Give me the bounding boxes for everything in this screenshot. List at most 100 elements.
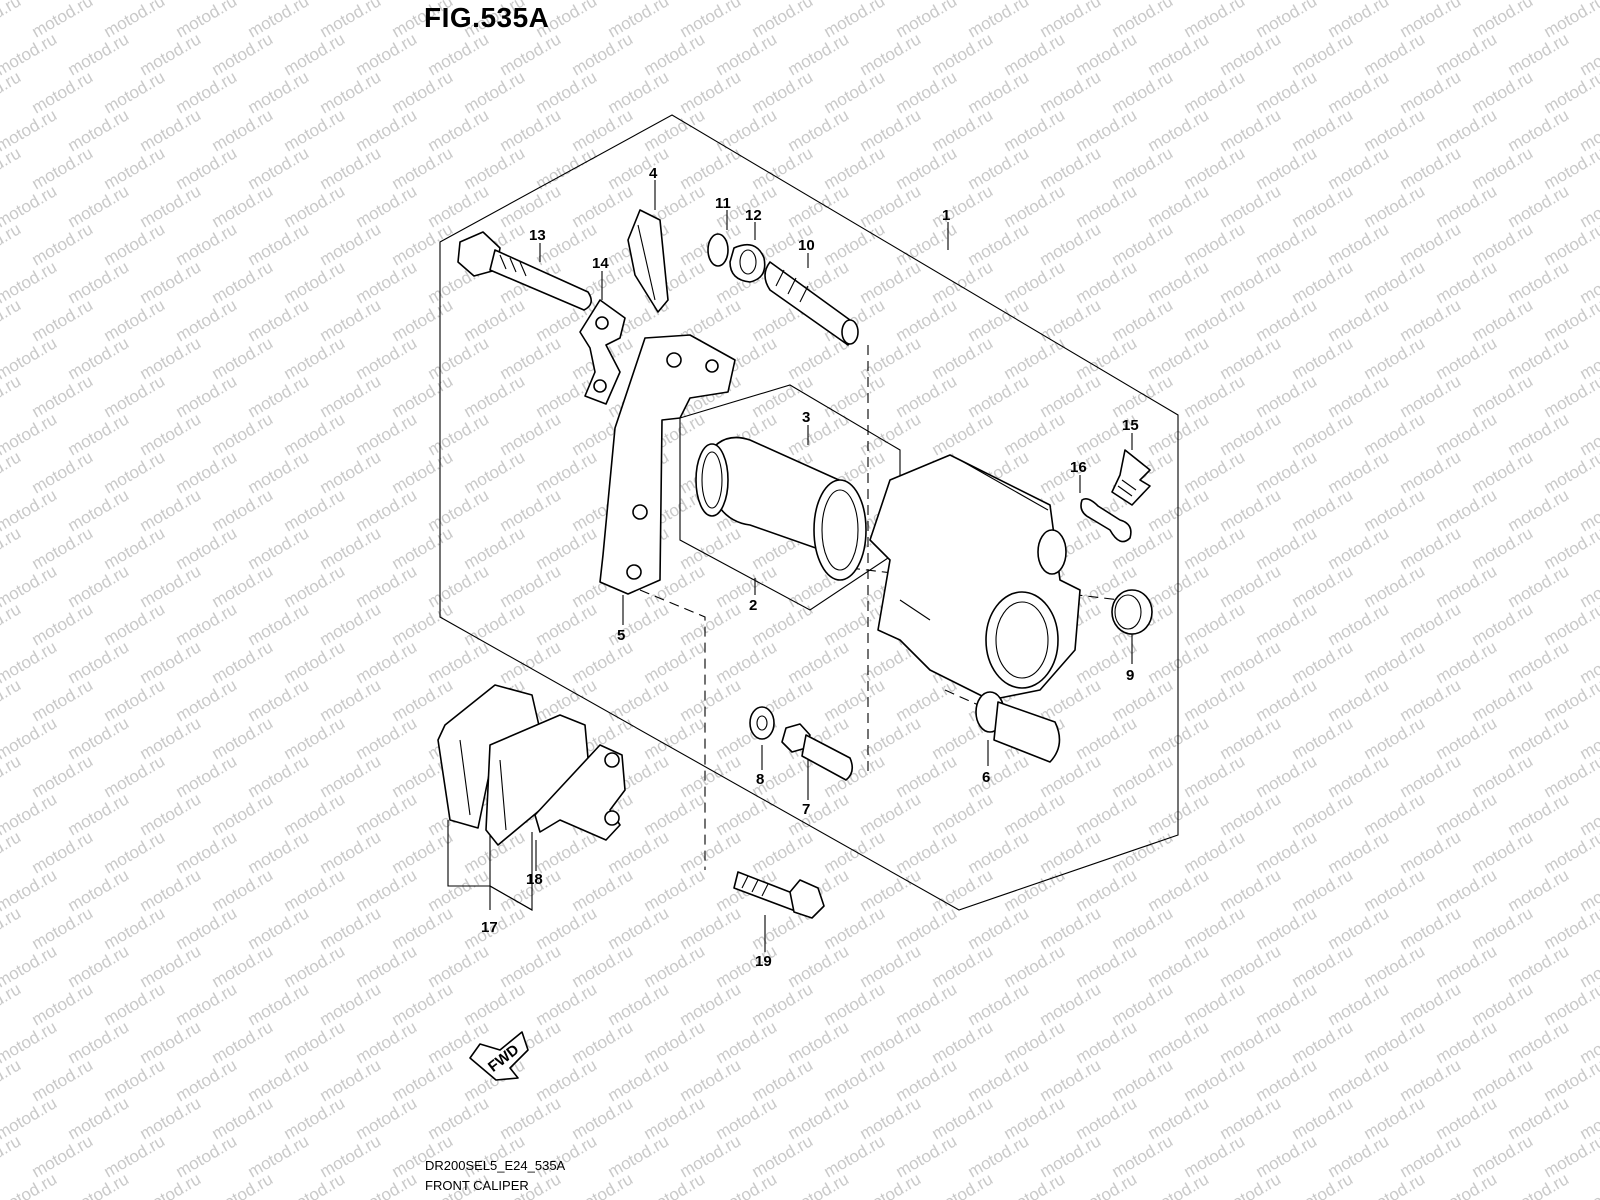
watermark-text: motod.ru xyxy=(965,143,1033,193)
callout-11[interactable]: 11 xyxy=(715,195,731,212)
part-15-bleeder[interactable] xyxy=(1111,449,1151,506)
part-16-cap[interactable] xyxy=(1080,498,1132,543)
watermark-text: motod.ru xyxy=(1145,865,1213,915)
callout-16[interactable]: 16 xyxy=(1070,459,1087,476)
callout-2[interactable]: 2 xyxy=(749,597,757,614)
watermark-text: motod.ru xyxy=(65,333,133,383)
part-13-bolt[interactable] xyxy=(457,231,592,311)
watermark-text: motod.ru xyxy=(281,561,349,611)
callout-3[interactable]: 3 xyxy=(802,409,810,426)
part-19-bolt[interactable] xyxy=(733,871,825,919)
callout-17[interactable]: 17 xyxy=(481,919,498,936)
watermark-text: motod.ru xyxy=(1505,561,1573,611)
callout-15[interactable]: 15 xyxy=(1122,417,1139,434)
watermark-text: motod.ru xyxy=(1397,295,1465,345)
watermark-text: motod.ru xyxy=(929,1017,997,1067)
watermark-text: motod.ru xyxy=(677,751,745,801)
callout-18[interactable]: 18 xyxy=(526,871,543,888)
watermark-text: motod.ru xyxy=(929,941,997,991)
watermark-text: motod.ru xyxy=(497,485,565,535)
callout-4[interactable]: 4 xyxy=(649,165,658,182)
watermark-text: motod.ru xyxy=(1397,599,1465,649)
watermark-text: motod.ru xyxy=(245,523,313,573)
watermark-text: motod.ru xyxy=(1181,523,1249,573)
watermark-text: motod.ru xyxy=(965,371,1033,421)
callout-6[interactable]: 6 xyxy=(982,769,990,786)
watermark-text: motod.ru xyxy=(65,637,133,687)
watermark-text: motod.ru xyxy=(1253,219,1321,269)
watermark-text: motod.ru xyxy=(1073,1169,1141,1200)
callout-8[interactable]: 8 xyxy=(756,771,764,788)
watermark-text: motod.ru xyxy=(857,29,925,79)
watermark-text: motod.ru xyxy=(1109,67,1177,117)
watermark-text: motod.ru xyxy=(1073,181,1141,231)
watermark-text: motod.ru xyxy=(1289,1169,1357,1200)
part-14-spring[interactable] xyxy=(579,299,626,405)
watermark-text: motod.ru xyxy=(1397,523,1465,573)
callout-14[interactable]: 14 xyxy=(592,255,609,272)
watermark-text: motod.ru xyxy=(461,523,529,573)
watermark-text: motod.ru xyxy=(461,295,529,345)
watermark-text: motod.ru xyxy=(281,409,349,459)
part-4-pad-spring[interactable] xyxy=(627,209,669,313)
callout-13[interactable]: 13 xyxy=(529,227,546,244)
watermark-text: motod.ru xyxy=(173,523,241,573)
callout-10[interactable]: 10 xyxy=(798,237,815,254)
watermark-text: motod.ru xyxy=(245,143,313,193)
watermark-text: motod.ru xyxy=(1109,675,1177,725)
watermark-text: motod.ru xyxy=(101,1131,169,1181)
part-18-shim[interactable] xyxy=(534,744,626,841)
watermark-text: motod.ru xyxy=(749,67,817,117)
watermark-text: motod.ru xyxy=(1361,257,1429,307)
watermark-text: motod.ru xyxy=(209,29,277,79)
callout-12[interactable]: 12 xyxy=(745,207,762,224)
callout-19[interactable]: 19 xyxy=(755,953,772,970)
watermark-text: motod.ru xyxy=(1325,903,1393,953)
callout-9[interactable]: 9 xyxy=(1126,667,1134,684)
watermark-text: motod.ru xyxy=(1469,827,1537,877)
part-2-piston[interactable] xyxy=(679,384,901,611)
watermark-text: motod.ru xyxy=(1109,979,1177,1029)
watermark-text: motod.ru xyxy=(1109,1055,1177,1105)
watermark-text: motod.ru xyxy=(677,1055,745,1105)
part-1-caliper-body[interactable] xyxy=(869,454,1081,701)
part-9-plug[interactable] xyxy=(1111,589,1153,635)
part-10-pin[interactable] xyxy=(764,261,859,346)
watermark-text: motod.ru xyxy=(173,903,241,953)
watermark-text: motod.ru xyxy=(209,941,277,991)
watermark-text: motod.ru xyxy=(389,67,457,117)
watermark-text: motod.ru xyxy=(497,29,565,79)
watermark-text: motod.ru xyxy=(533,979,601,1029)
callout-7[interactable]: 7 xyxy=(802,801,810,818)
watermark-text: motod.ru xyxy=(605,827,673,877)
watermark-text: motod.ru xyxy=(1145,941,1213,991)
watermark-text: motod.ru xyxy=(1505,1093,1573,1143)
watermark-text: motod.ru xyxy=(1541,447,1600,497)
watermark-text: motod.ru xyxy=(641,789,709,839)
watermark-text: motod.ru xyxy=(785,181,853,231)
watermark-text: motod.ru xyxy=(1109,903,1177,953)
watermark-text: motod.ru xyxy=(353,789,421,839)
part-11-boot[interactable] xyxy=(707,233,729,267)
watermark-text: motod.ru xyxy=(1433,789,1501,839)
watermark-text: motod.ru xyxy=(389,143,457,193)
watermark-text: motod.ru xyxy=(677,979,745,1029)
callout-1[interactable]: 1 xyxy=(942,207,950,224)
watermark-text: motod.ru xyxy=(65,105,133,155)
part-3-piston-seal[interactable] xyxy=(813,479,867,581)
watermark-text: motod.ru xyxy=(173,1131,241,1181)
part-12-boot[interactable] xyxy=(729,243,766,283)
part-5-bracket[interactable] xyxy=(599,334,736,595)
watermark-text: motod.ru xyxy=(101,219,169,269)
watermark-text: motod.ru xyxy=(641,1017,709,1067)
watermark-text: motod.ru xyxy=(1541,751,1600,801)
callout-5[interactable]: 5 xyxy=(617,627,625,644)
watermark-text: motod.ru xyxy=(173,827,241,877)
watermark-text: motod.ru xyxy=(641,29,709,79)
part-7-bolt[interactable] xyxy=(781,723,854,781)
part-17-pads[interactable] xyxy=(437,684,591,846)
watermark-text: motod.ru xyxy=(893,295,961,345)
part-8-washer[interactable] xyxy=(749,706,775,740)
part-6-pin[interactable] xyxy=(975,691,1061,763)
watermark-text: motod.ru xyxy=(0,219,24,269)
